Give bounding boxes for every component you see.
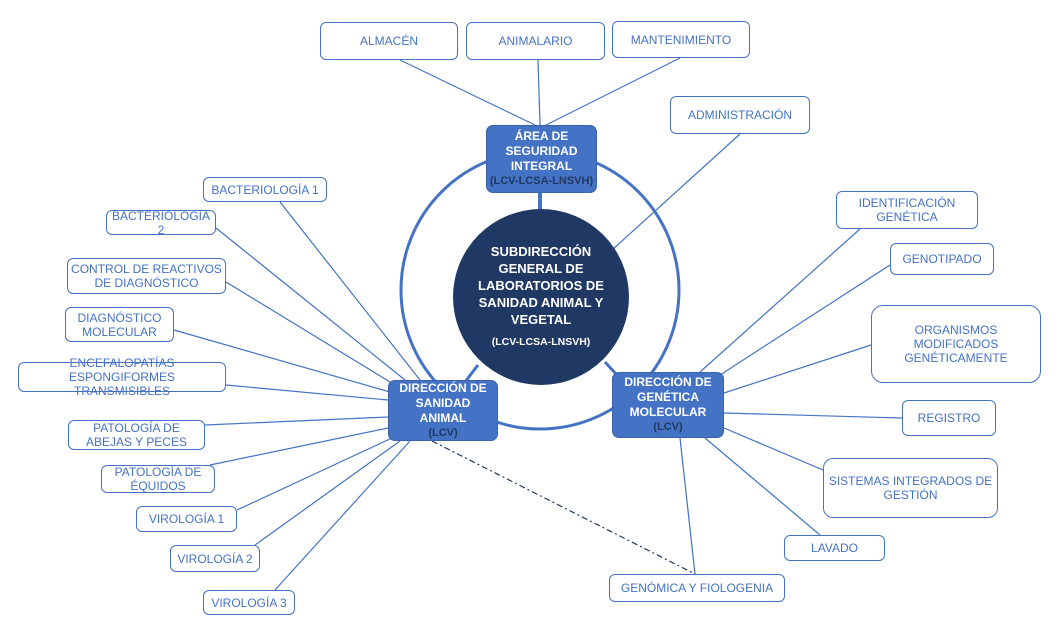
unit-identificacion-genetica[interactable]: IDENTIFICACIÓN GENÉTICA — [836, 191, 978, 229]
link-unit — [679, 437, 696, 575]
unit-lavado[interactable]: LAVADO — [784, 535, 885, 561]
unit-virologia-1[interactable]: VIROLOGÍA 1 — [136, 506, 237, 532]
animal-title: DIRECCIÓN DE SANIDAD ANIMAL — [399, 380, 487, 425]
link-almacen — [399, 59, 536, 126]
security-code: (LCV-LCSA-LNSVH) — [489, 175, 594, 187]
security-node[interactable]: ÁREA DE SEGURIDAD INTEGRAL (LCV-LCSA-LNS… — [486, 125, 597, 193]
link-unit — [274, 440, 411, 591]
central-code: (LCV-LCSA-LNSVH) — [491, 336, 591, 348]
security-title: ÁREA DE SEGURIDAD INTEGRAL — [505, 129, 578, 173]
unit-registro[interactable]: REGISTRO — [902, 400, 996, 436]
unit-administracion[interactable]: ADMINISTRACIÓN — [670, 96, 810, 134]
link-unit — [215, 227, 406, 381]
link-unit — [254, 440, 401, 546]
unit-ogm[interactable]: ORGANISMOS MODIFICADOS GENÉTICAMENTE — [871, 305, 1041, 383]
unit-bacteriologia-2[interactable]: BACTERIOLOGÍA 2 — [106, 209, 216, 237]
unit-diagnostico-molecular[interactable]: DIAGNÓSTICO MOLECULAR — [65, 307, 174, 342]
link-unit — [225, 281, 396, 386]
link-unit — [723, 427, 824, 471]
link-genetics-center — [603, 360, 618, 376]
genetics-code: (LCV) — [653, 421, 683, 433]
link-unit — [236, 437, 393, 511]
unit-genomica-filogenia[interactable]: GENÓMICA Y FIOLOGENIA — [609, 574, 785, 602]
unit-patologia-equidos[interactable]: PATOLOGÍA DE ÉQUIDOS — [101, 465, 215, 493]
link-unit — [209, 427, 389, 466]
link-unit — [173, 329, 391, 393]
link-animalario — [537, 59, 541, 126]
unit-mantenimiento[interactable]: MANTENIMIENTO — [612, 21, 750, 58]
unit-virologia-2[interactable]: VIROLOGÍA 2 — [170, 545, 260, 572]
genetics-title: DIRECCIÓN DE GENÉTICA MOLECULAR — [624, 375, 712, 419]
unit-sistemas-integrados[interactable]: SISTEMAS INTEGRADOS DE GESTIÓN — [823, 458, 998, 518]
unit-genotipado[interactable]: GENOTIPADO — [890, 243, 994, 275]
link-unit — [225, 384, 389, 401]
dashed-link-genomica — [431, 440, 696, 575]
link-unit — [723, 412, 903, 419]
link-unit — [279, 201, 421, 381]
link-administracion — [611, 133, 741, 251]
unit-patologia-abejas[interactable]: PATOLOGÍA DE ABEJAS Y PECES — [68, 420, 205, 450]
link-unit — [699, 228, 861, 373]
link-unit — [204, 416, 389, 426]
unit-bacteriologia-1[interactable]: BACTERIOLOGÍA 1 — [203, 177, 327, 202]
unit-virologia-3[interactable]: VIROLOGÍA 3 — [203, 590, 295, 615]
central-node[interactable]: SUBDIRECCIÓN GENERAL DE LABORATORIOS DE … — [453, 209, 629, 385]
animal-code: (LCV) — [428, 426, 458, 439]
unit-almacen[interactable]: ALMACÉN — [320, 22, 458, 60]
animal-health-node[interactable]: DIRECCIÓN DE SANIDAD ANIMAL (LCV) — [388, 380, 498, 441]
unit-control-reactivos[interactable]: CONTROL DE REACTIVOS DE DIAGNÓSTICO — [67, 258, 226, 294]
link-unit — [723, 344, 872, 394]
unit-encefalopatias[interactable]: ENCEFALOPATÍAS ESPONGIFORMES TRANSMISIBL… — [18, 356, 226, 398]
central-title: SUBDIRECCIÓN GENERAL DE LABORATORIOS DE … — [478, 244, 604, 327]
genetics-node[interactable]: DIRECCIÓN DE GENÉTICA MOLECULAR (LCV) — [612, 372, 724, 438]
link-animal-center — [463, 364, 480, 383]
link-unit — [704, 437, 821, 536]
unit-animalario[interactable]: ANIMALARIO — [466, 22, 605, 60]
link-mantenimiento — [545, 57, 681, 126]
link-unit — [719, 264, 891, 376]
